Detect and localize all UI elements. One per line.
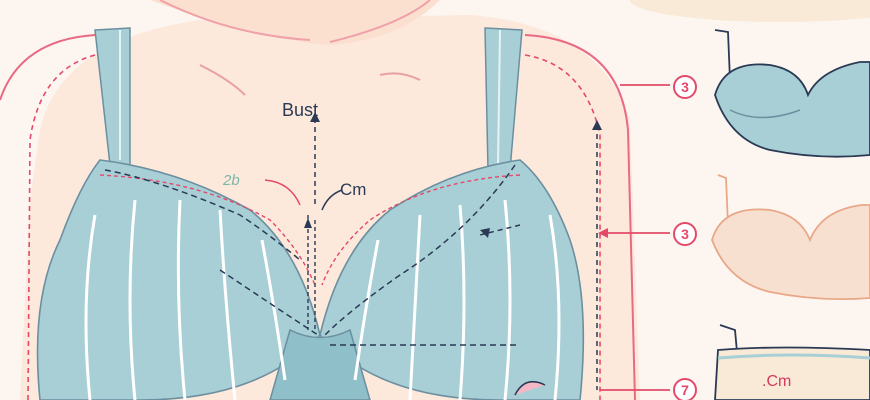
- collarbone-left: [199, 64, 246, 96]
- step-badge-3: 7: [673, 378, 697, 400]
- lace-edge-left: [99, 174, 316, 286]
- bust-arrowhead: [310, 112, 320, 122]
- side-cup-partial: [714, 324, 870, 400]
- bust-label: Bust: [282, 100, 319, 120]
- side-cup-peach: [711, 174, 870, 301]
- step-badge-2: 3: [673, 222, 697, 246]
- measure-dashed-left: [104, 169, 301, 261]
- step-badge-1: 3: [673, 75, 697, 99]
- center-arrowhead: [304, 218, 312, 228]
- neck-shape: [150, 0, 440, 45]
- right-cup: [319, 159, 585, 400]
- center-gore: [269, 328, 371, 400]
- shoulder-outline-left: [0, 34, 96, 101]
- measure-dashed-right: [324, 164, 516, 336]
- measure-dashed-short: [479, 224, 521, 236]
- side-arrowhead-top: [592, 120, 602, 130]
- strap-right-highlight: [497, 29, 501, 166]
- connector-2-head: [598, 228, 608, 238]
- cm-label-right: .Cm: [762, 373, 792, 390]
- measure-dashed-underbust: [219, 269, 319, 336]
- lace-edge-right: [321, 174, 521, 286]
- top-right-shade: [630, 0, 870, 22]
- shoulder-outline-right: [524, 34, 636, 400]
- collarbone-right: [379, 72, 421, 81]
- size-arrow: [264, 179, 301, 206]
- cm-label: Cm: [340, 180, 367, 199]
- neck-line-left: [159, 0, 311, 41]
- side-cup-blue: [714, 29, 870, 158]
- cm-arrow: [321, 189, 343, 211]
- arrowhead-cup: [480, 228, 490, 238]
- clasp-detail: [514, 380, 546, 396]
- neck-line-right: [329, 0, 431, 43]
- size-label: 2b: [223, 172, 240, 189]
- guide-dashed-left: [27, 54, 96, 400]
